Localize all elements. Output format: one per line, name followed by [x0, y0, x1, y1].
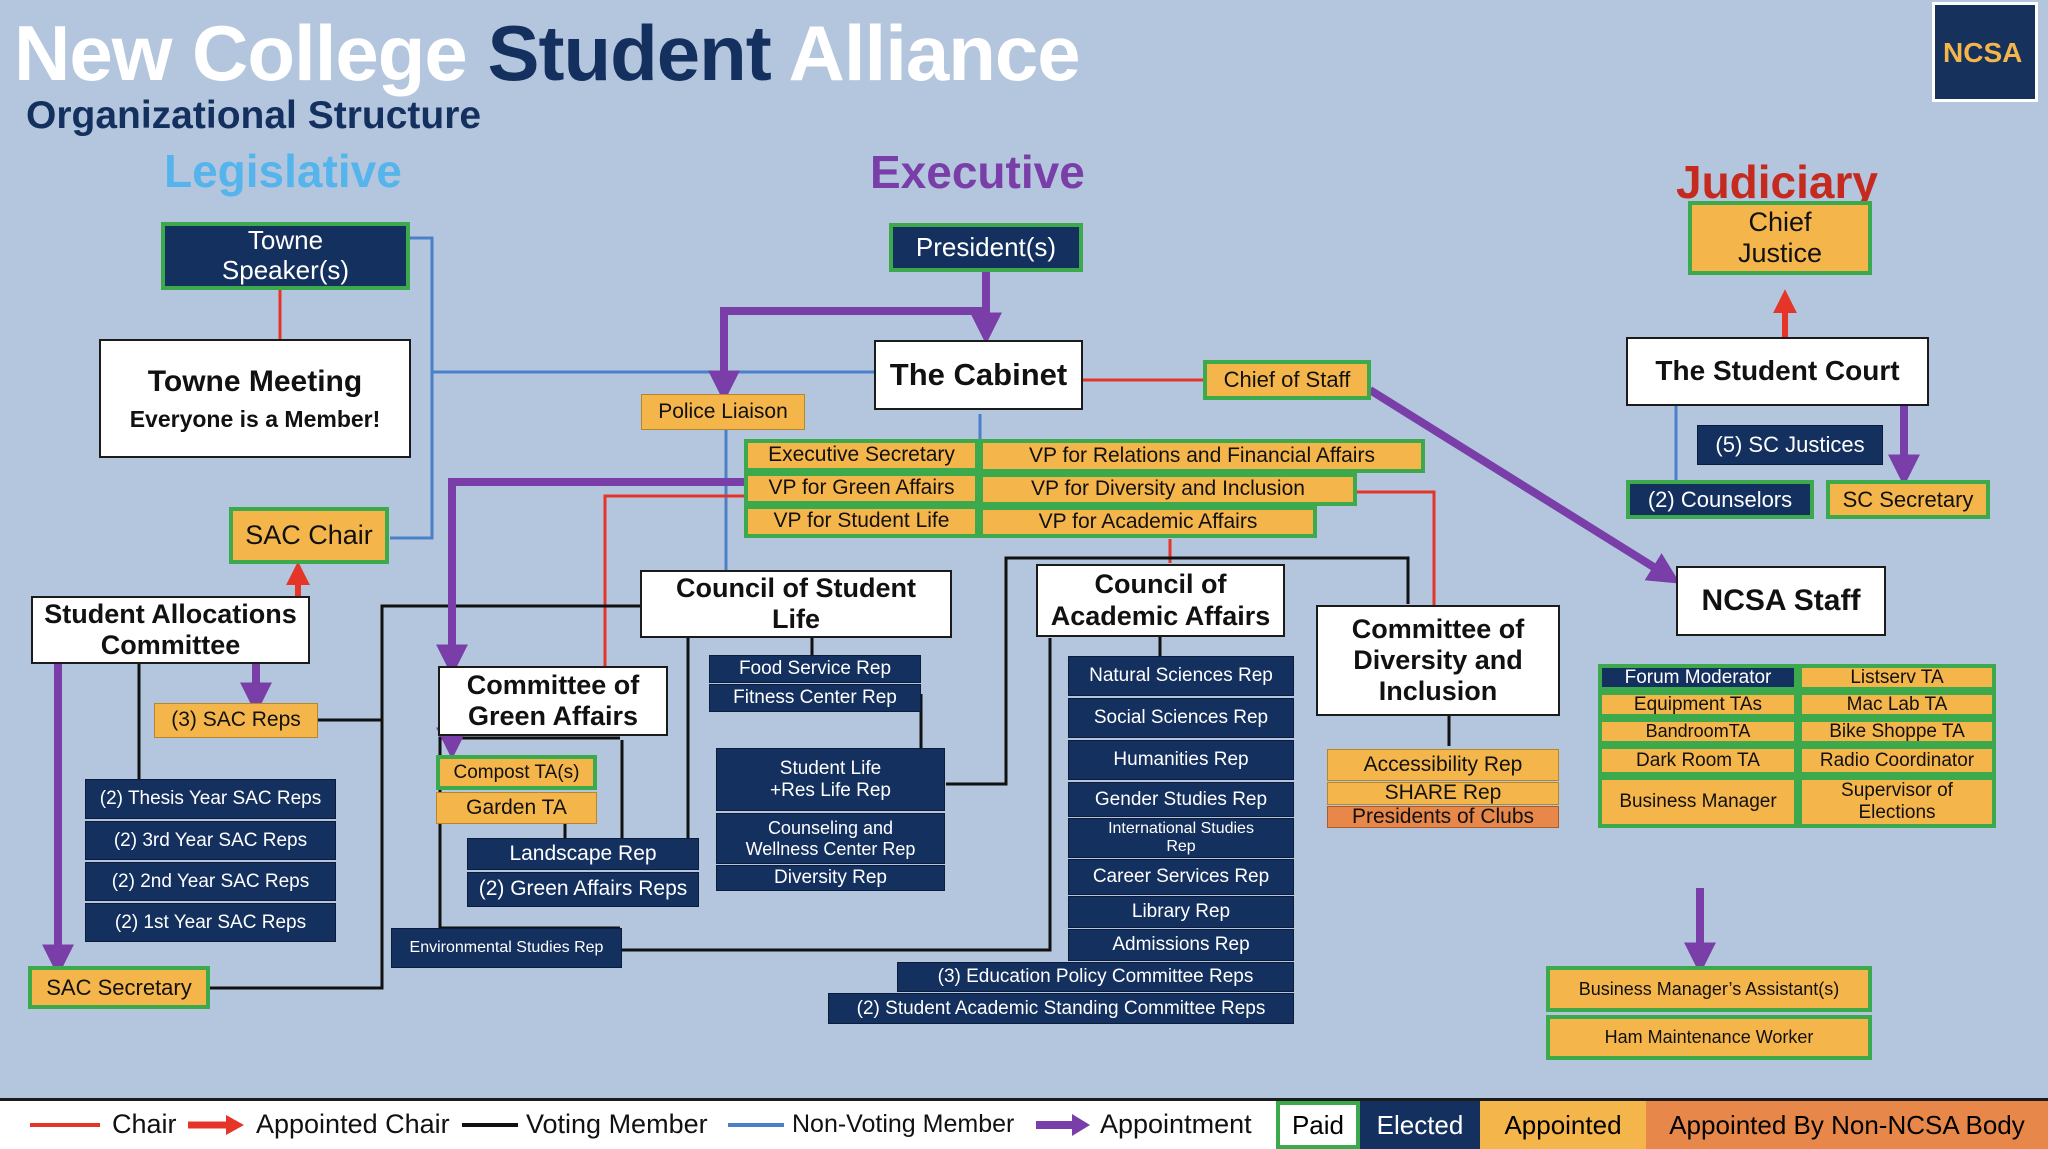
legend-voting-member: Voting Member: [526, 1109, 708, 1139]
legend-non-voting-member: Non-Voting Member: [792, 1110, 1015, 1138]
ncsa-staff-box: NCSA Staff: [1676, 566, 1886, 636]
sac-reps-box: (3) SAC Reps: [154, 703, 318, 738]
career-services-rep-box: Career Services Rep: [1068, 859, 1294, 895]
fitness-center-rep-box: Fitness Center Rep: [709, 684, 921, 712]
bike-shoppe-ta-box: Bike Shoppe TA: [1798, 718, 1996, 745]
equipment-tas-box: Equipment TAs: [1598, 691, 1798, 718]
ncsa-logo: NCSA: [1932, 2, 2038, 102]
gender-studies-rep-box: Gender Studies Rep: [1068, 782, 1294, 817]
listserv-ta-box: Listserv TA: [1798, 664, 1996, 691]
natural-sciences-rep-box: Natural Sciences Rep: [1068, 656, 1294, 696]
chair-lines: [278, 290, 1436, 667]
vp-relations-financial-box: VP for Relations and Financial Affairs: [979, 439, 1425, 473]
title-part-alliance: Alliance: [770, 9, 1081, 97]
judiciary-heading: Judiciary: [1676, 156, 1878, 208]
voting-lines: [137, 556, 1451, 990]
diversity-rep-box: Diversity Rep: [716, 865, 945, 891]
student-life-res-life-rep-box: Student Life +Res Life Rep: [716, 748, 945, 811]
sc-secretary-box: SC Secretary: [1826, 480, 1990, 519]
admissions-rep-box: Admissions Rep: [1068, 929, 1294, 961]
vp-diversity-inclusion-box: VP for Diversity and Inclusion: [979, 473, 1357, 506]
chief-justice-box: Chief Justice: [1688, 201, 1872, 275]
legend-appointed-chair: Appointed Chair: [256, 1109, 450, 1139]
social-sciences-rep-box: Social Sciences Rep: [1068, 698, 1294, 738]
committee-green-affairs-box: Committee of Green Affairs: [438, 666, 668, 736]
business-manager-box: Business Manager: [1598, 776, 1798, 828]
counselors-box: (2) Counselors: [1626, 480, 1814, 519]
legend-paid: Paid: [1276, 1101, 1360, 1149]
forum-moderator-box: Forum Moderator: [1598, 664, 1798, 691]
legislative-heading: Legislative: [164, 145, 402, 197]
academic-standing-reps-box: (2) Student Academic Standing Committee …: [828, 993, 1294, 1024]
garden-ta-box: Garden TA: [436, 792, 597, 824]
bandroom-ta-box: BandroomTA: [1598, 718, 1798, 745]
legend-elected: Elected: [1360, 1101, 1480, 1149]
executive-heading: Executive: [870, 146, 1085, 198]
logo-text: NCSA: [1943, 37, 2023, 68]
sac-chair-box: SAC Chair: [229, 507, 389, 564]
president-box: President(s): [889, 223, 1083, 272]
landscape-rep-box: Landscape Rep: [467, 838, 699, 870]
environmental-studies-rep-box: Environmental Studies Rep: [391, 928, 622, 968]
legend-appointment: Appointment: [1100, 1109, 1252, 1139]
council-student-life-box: Council of Student Life: [640, 570, 952, 638]
ham-maintenance-worker-box: Ham Maintenance Worker: [1546, 1015, 1872, 1060]
supervisor-of-elections-box: Supervisor of Elections: [1798, 776, 1996, 828]
mac-lab-ta-box: Mac Lab TA: [1798, 691, 1996, 718]
business-manager-assistant-box: Business Manager’s Assistant(s): [1546, 966, 1872, 1012]
third-year-sac-reps-box: (2) 3rd Year SAC Reps: [85, 821, 336, 860]
police-liaison-box: Police Liaison: [641, 394, 805, 430]
legend: Chair Appointed Chair Voting Member Non-…: [0, 1098, 2048, 1149]
appointed-chair-arrows: [286, 289, 1797, 596]
towne-meeting-subtitle: Everyone is a Member!: [129, 405, 381, 432]
appointment-arrows: [42, 272, 1920, 977]
legend-chair: Chair: [112, 1109, 177, 1139]
compost-ta-box: Compost TA(s): [436, 755, 597, 790]
share-rep-box: SHARE Rep: [1327, 781, 1559, 805]
towne-speaker-box: Towne Speaker(s): [161, 222, 410, 290]
page-title: New College Student Alliance: [14, 8, 1081, 99]
vp-student-life-box: VP for Student Life: [744, 505, 979, 538]
executive-secretary-box: Executive Secretary: [744, 439, 979, 472]
committee-diversity-inclusion-box: Committee of Diversity and Inclusion: [1316, 605, 1560, 716]
student-court-box: The Student Court: [1626, 337, 1929, 406]
council-academic-affairs-box: Council of Academic Affairs: [1036, 564, 1285, 637]
page-subtitle: Organizational Structure: [26, 94, 482, 137]
vp-academic-affairs-box: VP for Academic Affairs: [979, 506, 1317, 538]
vp-green-affairs-box: VP for Green Affairs: [744, 472, 979, 505]
second-year-sac-reps-box: (2) 2nd Year SAC Reps: [85, 862, 336, 901]
sac-secretary-box: SAC Secretary: [28, 966, 210, 1009]
radio-coordinator-box: Radio Coordinator: [1798, 745, 1996, 776]
library-rep-box: Library Rep: [1068, 896, 1294, 928]
sc-justices-box: (5) SC Justices: [1697, 425, 1883, 465]
legend-appointed-non-ncsa: Appointed By Non-NCSA Body: [1646, 1101, 2048, 1149]
humanities-rep-box: Humanities Rep: [1068, 740, 1294, 780]
green-affairs-reps-box: (2) Green Affairs Reps: [467, 872, 699, 907]
legend-swatches: [30, 1114, 1090, 1136]
title-part-new-college: New College: [14, 9, 488, 97]
chief-of-staff-box: Chief of Staff: [1203, 360, 1371, 400]
international-studies-rep-box: International Studies Rep: [1068, 818, 1294, 858]
title-part-student: Student: [487, 9, 771, 97]
towne-meeting-box: Towne Meeting Everyone is a Member!: [99, 339, 411, 458]
dark-room-ta-box: Dark Room TA: [1598, 745, 1798, 776]
thesis-sac-reps-box: (2) Thesis Year SAC Reps: [85, 779, 336, 819]
sac-committee-box: Student Allocations Committee: [31, 596, 310, 664]
first-year-sac-reps-box: (2) 1st Year SAC Reps: [85, 903, 336, 942]
presidents-of-clubs-box: Presidents of Clubs: [1327, 805, 1559, 828]
cabinet-box: The Cabinet: [874, 340, 1083, 410]
counseling-wellness-rep-box: Counseling and Wellness Center Rep: [716, 813, 945, 864]
education-policy-reps-box: (3) Education Policy Committee Reps: [897, 962, 1294, 992]
towne-meeting-title: Towne Meeting: [147, 365, 363, 399]
accessibility-rep-box: Accessibility Rep: [1327, 749, 1559, 781]
food-service-rep-box: Food Service Rep: [709, 655, 921, 683]
legend-appointed: Appointed: [1480, 1101, 1646, 1149]
